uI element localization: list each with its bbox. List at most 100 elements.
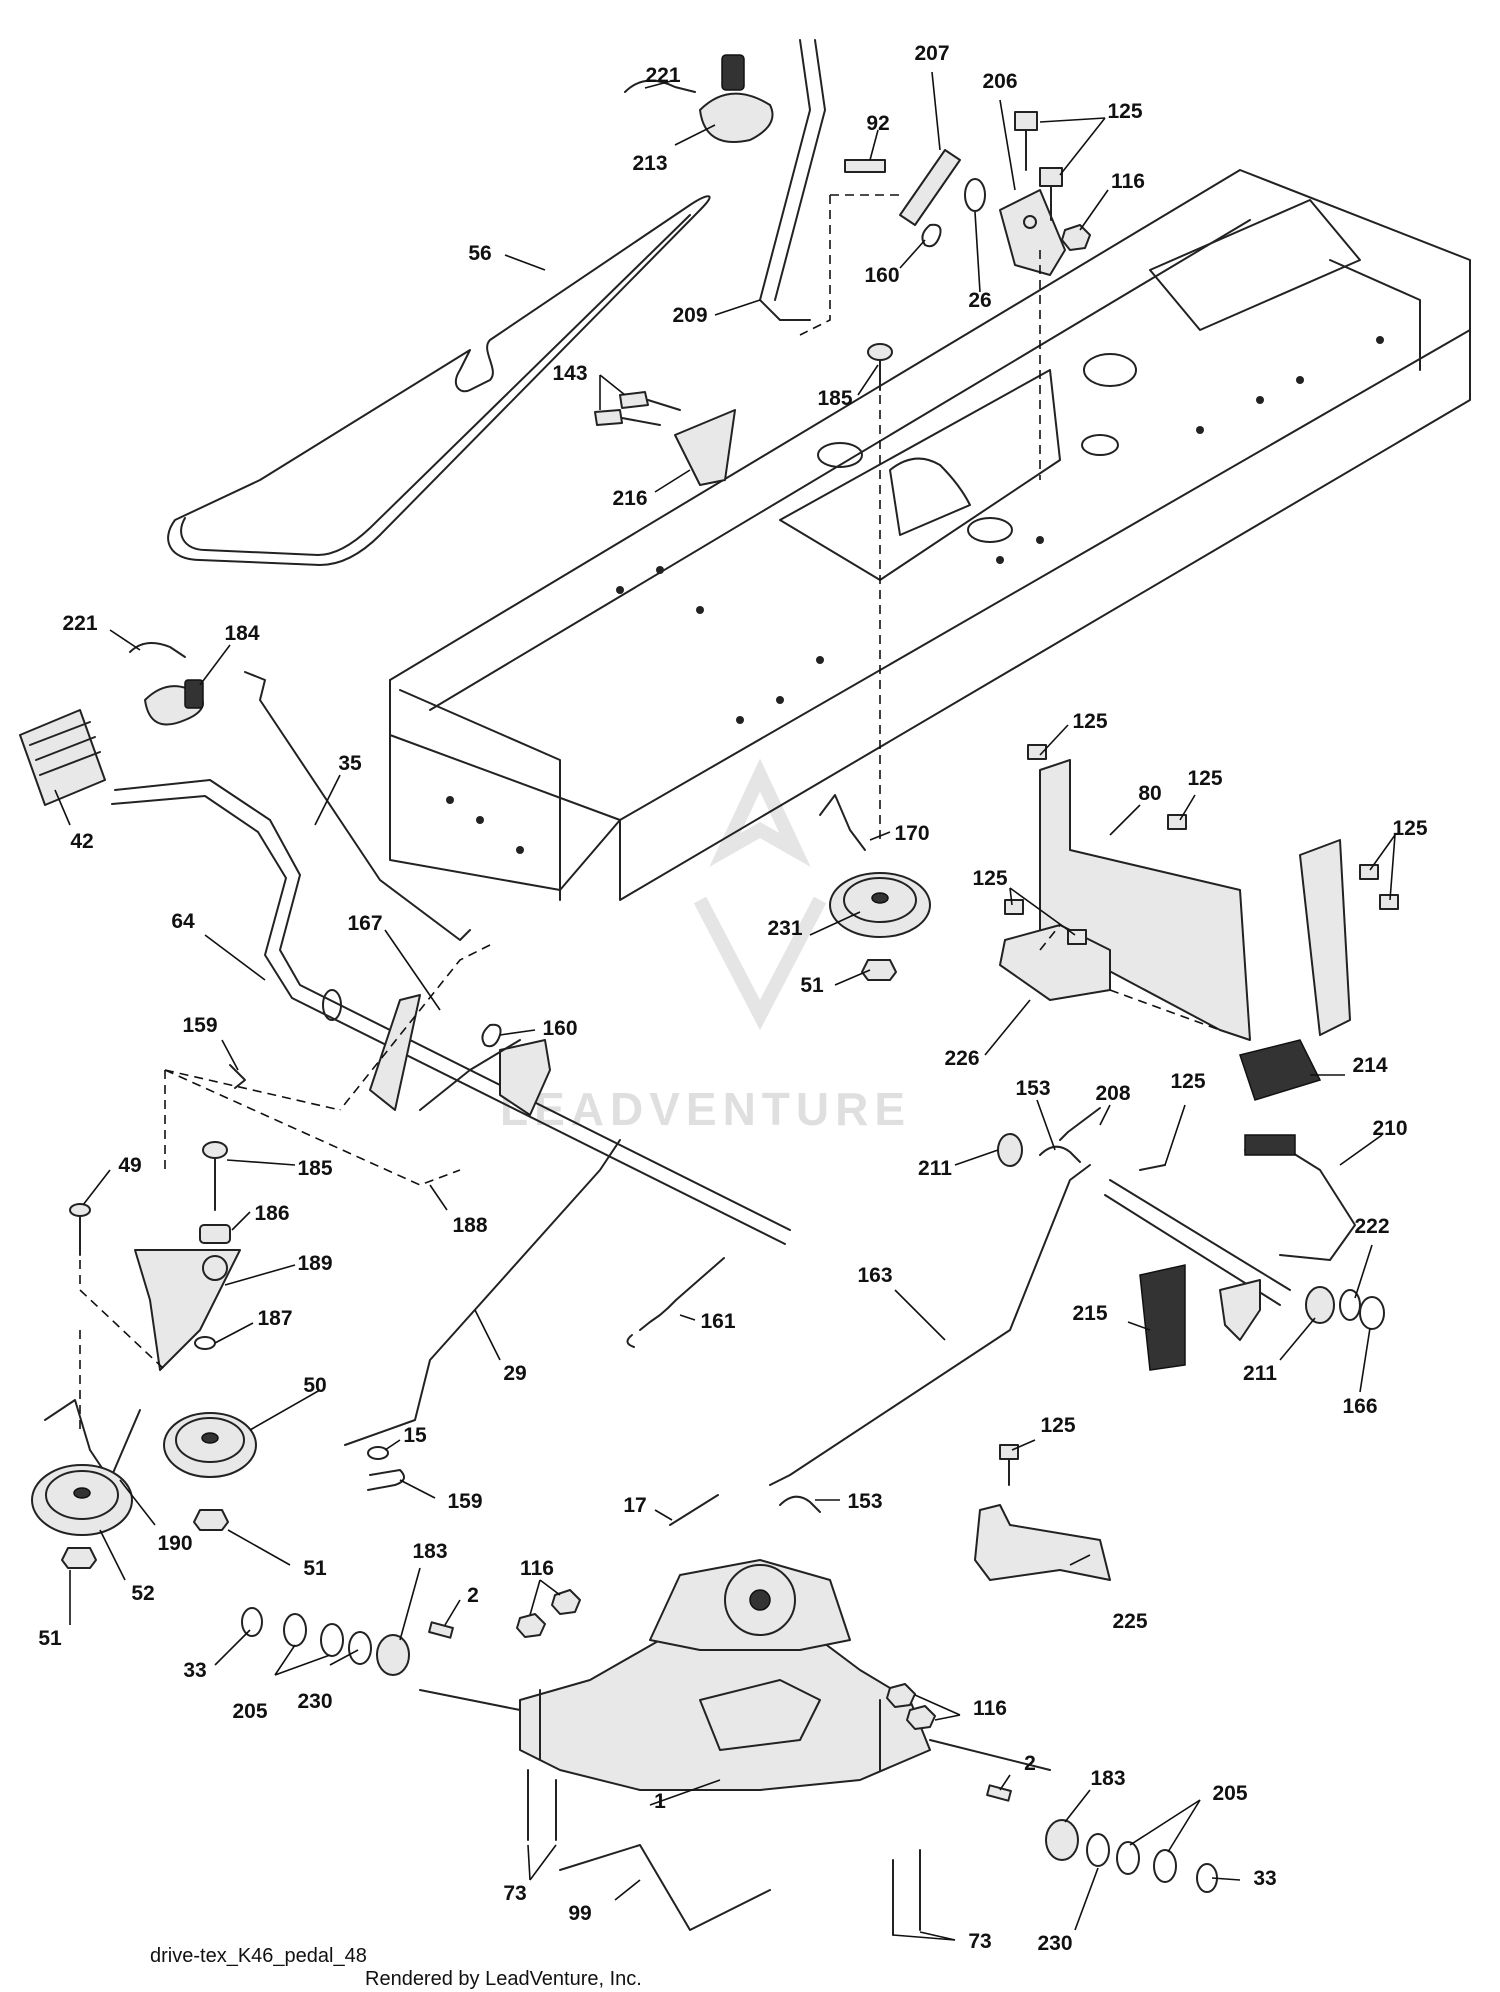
arm-207 [899, 149, 961, 226]
callout-50: 50 [303, 1374, 326, 1397]
pedal-arm-210 [1244, 1134, 1356, 1261]
callout-190: 190 [157, 1532, 192, 1555]
callout-231: 231 [767, 917, 802, 940]
spring-208 [1059, 1107, 1101, 1141]
callout-33-left: 33 [183, 1659, 206, 1682]
svg-text:LEADVENTURE: LEADVENTURE [500, 1083, 911, 1135]
pin-159-bottom [367, 1469, 405, 1491]
bolt-125-top [1014, 111, 1063, 221]
callout-225: 225 [1112, 1610, 1147, 1633]
washers-230-205-right [1086, 1833, 1177, 1883]
callout-161: 161 [700, 1310, 735, 1333]
pin-167-area [322, 989, 551, 1116]
callout-116-left: 116 [520, 1557, 554, 1580]
callout-183-left: 183 [412, 1540, 447, 1563]
callout-35: 35 [338, 752, 362, 775]
tractor-frame [389, 169, 1471, 901]
callout-207: 207 [914, 42, 949, 65]
callout-2-right: 2 [1024, 1752, 1036, 1775]
callout-215: 215 [1072, 1302, 1107, 1325]
bolt-185-left [202, 1141, 228, 1211]
bolts-143 [594, 391, 681, 426]
rod-99 [559, 1844, 771, 1931]
callout-210: 210 [1372, 1117, 1407, 1140]
callout-125-d: 125 [972, 867, 1007, 890]
idler-arm-190 [44, 1399, 141, 1481]
drive-belt-56 [167, 195, 711, 566]
key-2-right [986, 1784, 1012, 1802]
callout-116-top: 116 [1111, 170, 1145, 193]
rod-29 [344, 1139, 621, 1446]
callout-15: 15 [403, 1424, 427, 1447]
bolts-73-left [527, 1769, 557, 1841]
callout-205-right: 205 [1212, 1782, 1247, 1805]
callout-209: 209 [672, 304, 707, 327]
pin-153-top [1039, 1145, 1081, 1163]
callout-160-top: 160 [864, 264, 899, 287]
ecl-33-left [241, 1607, 263, 1637]
callout-183-right: 183 [1090, 1767, 1125, 1790]
callout-166: 166 [1342, 1395, 1377, 1418]
ring-26 [964, 178, 986, 212]
bracket-225 [974, 1504, 1111, 1581]
callout-73-right: 73 [968, 1930, 991, 1953]
callout-221-left: 221 [62, 612, 97, 635]
callout-29: 29 [503, 1362, 526, 1385]
nut-51-center [861, 959, 897, 981]
callout-2-left: 2 [467, 1584, 479, 1607]
callout-185-top: 185 [817, 387, 852, 410]
clip-221-left [129, 642, 186, 658]
callout-56: 56 [468, 242, 491, 265]
plate-189 [134, 1249, 241, 1371]
callout-33-right: 33 [1253, 1867, 1276, 1890]
callout-26: 26 [968, 289, 991, 312]
callout-99: 99 [568, 1902, 591, 1925]
pin-153-bottom [779, 1495, 821, 1513]
callout-159-top: 159 [182, 1014, 217, 1037]
pin-125-pedal [1139, 1164, 1166, 1171]
nut-116-top [1061, 224, 1091, 251]
bolt-125-lower [999, 1444, 1019, 1486]
callout-216: 216 [612, 487, 647, 510]
bushing-183-right [1045, 1819, 1079, 1861]
callout-153-top: 153 [1015, 1077, 1050, 1100]
callout-17: 17 [623, 1494, 646, 1517]
callout-211-top: 211 [918, 1157, 952, 1180]
pulley-50 [163, 1412, 257, 1478]
callout-213: 213 [632, 152, 667, 175]
pulley-52 [31, 1464, 133, 1536]
callout-51-left: 51 [38, 1627, 62, 1650]
bolt-185-top [867, 343, 893, 391]
rendered-by: Rendered by LeadVenture, Inc. [365, 1968, 642, 1990]
bushing-211-top [997, 1133, 1023, 1167]
nut-51-mid [193, 1509, 229, 1531]
callout-153-bottom: 153 [847, 1490, 882, 1513]
callout-64: 64 [171, 910, 195, 933]
bracket-216 [674, 409, 736, 486]
knob-184 [144, 679, 204, 726]
callout-51-center: 51 [800, 974, 824, 997]
pin-92 [844, 159, 886, 173]
key-2-left [428, 1621, 454, 1639]
rod-35 [244, 671, 471, 941]
callout-222: 222 [1354, 1215, 1389, 1238]
link-188 [419, 1039, 521, 1111]
callout-160-mid: 160 [542, 1017, 577, 1040]
bushing-183-left [376, 1634, 410, 1676]
pin-160-top [921, 223, 942, 248]
pin-159-left [229, 1064, 246, 1089]
leader-lines [54, 71, 1396, 1941]
cross-shaft [1104, 1179, 1291, 1341]
callout-230-left: 230 [297, 1690, 332, 1713]
bolt-49 [69, 1203, 91, 1256]
callout-206: 206 [982, 70, 1017, 93]
callout-226: 226 [944, 1047, 979, 1070]
rod-163 [769, 1164, 1091, 1486]
callout-51-mid: 51 [303, 1557, 327, 1580]
callout-125-b: 125 [1187, 767, 1222, 790]
bracket-80 [1039, 759, 1351, 1041]
spring-170 [819, 794, 866, 851]
pin-160-mid [481, 1023, 502, 1048]
callout-230-right: 230 [1037, 1932, 1072, 1955]
